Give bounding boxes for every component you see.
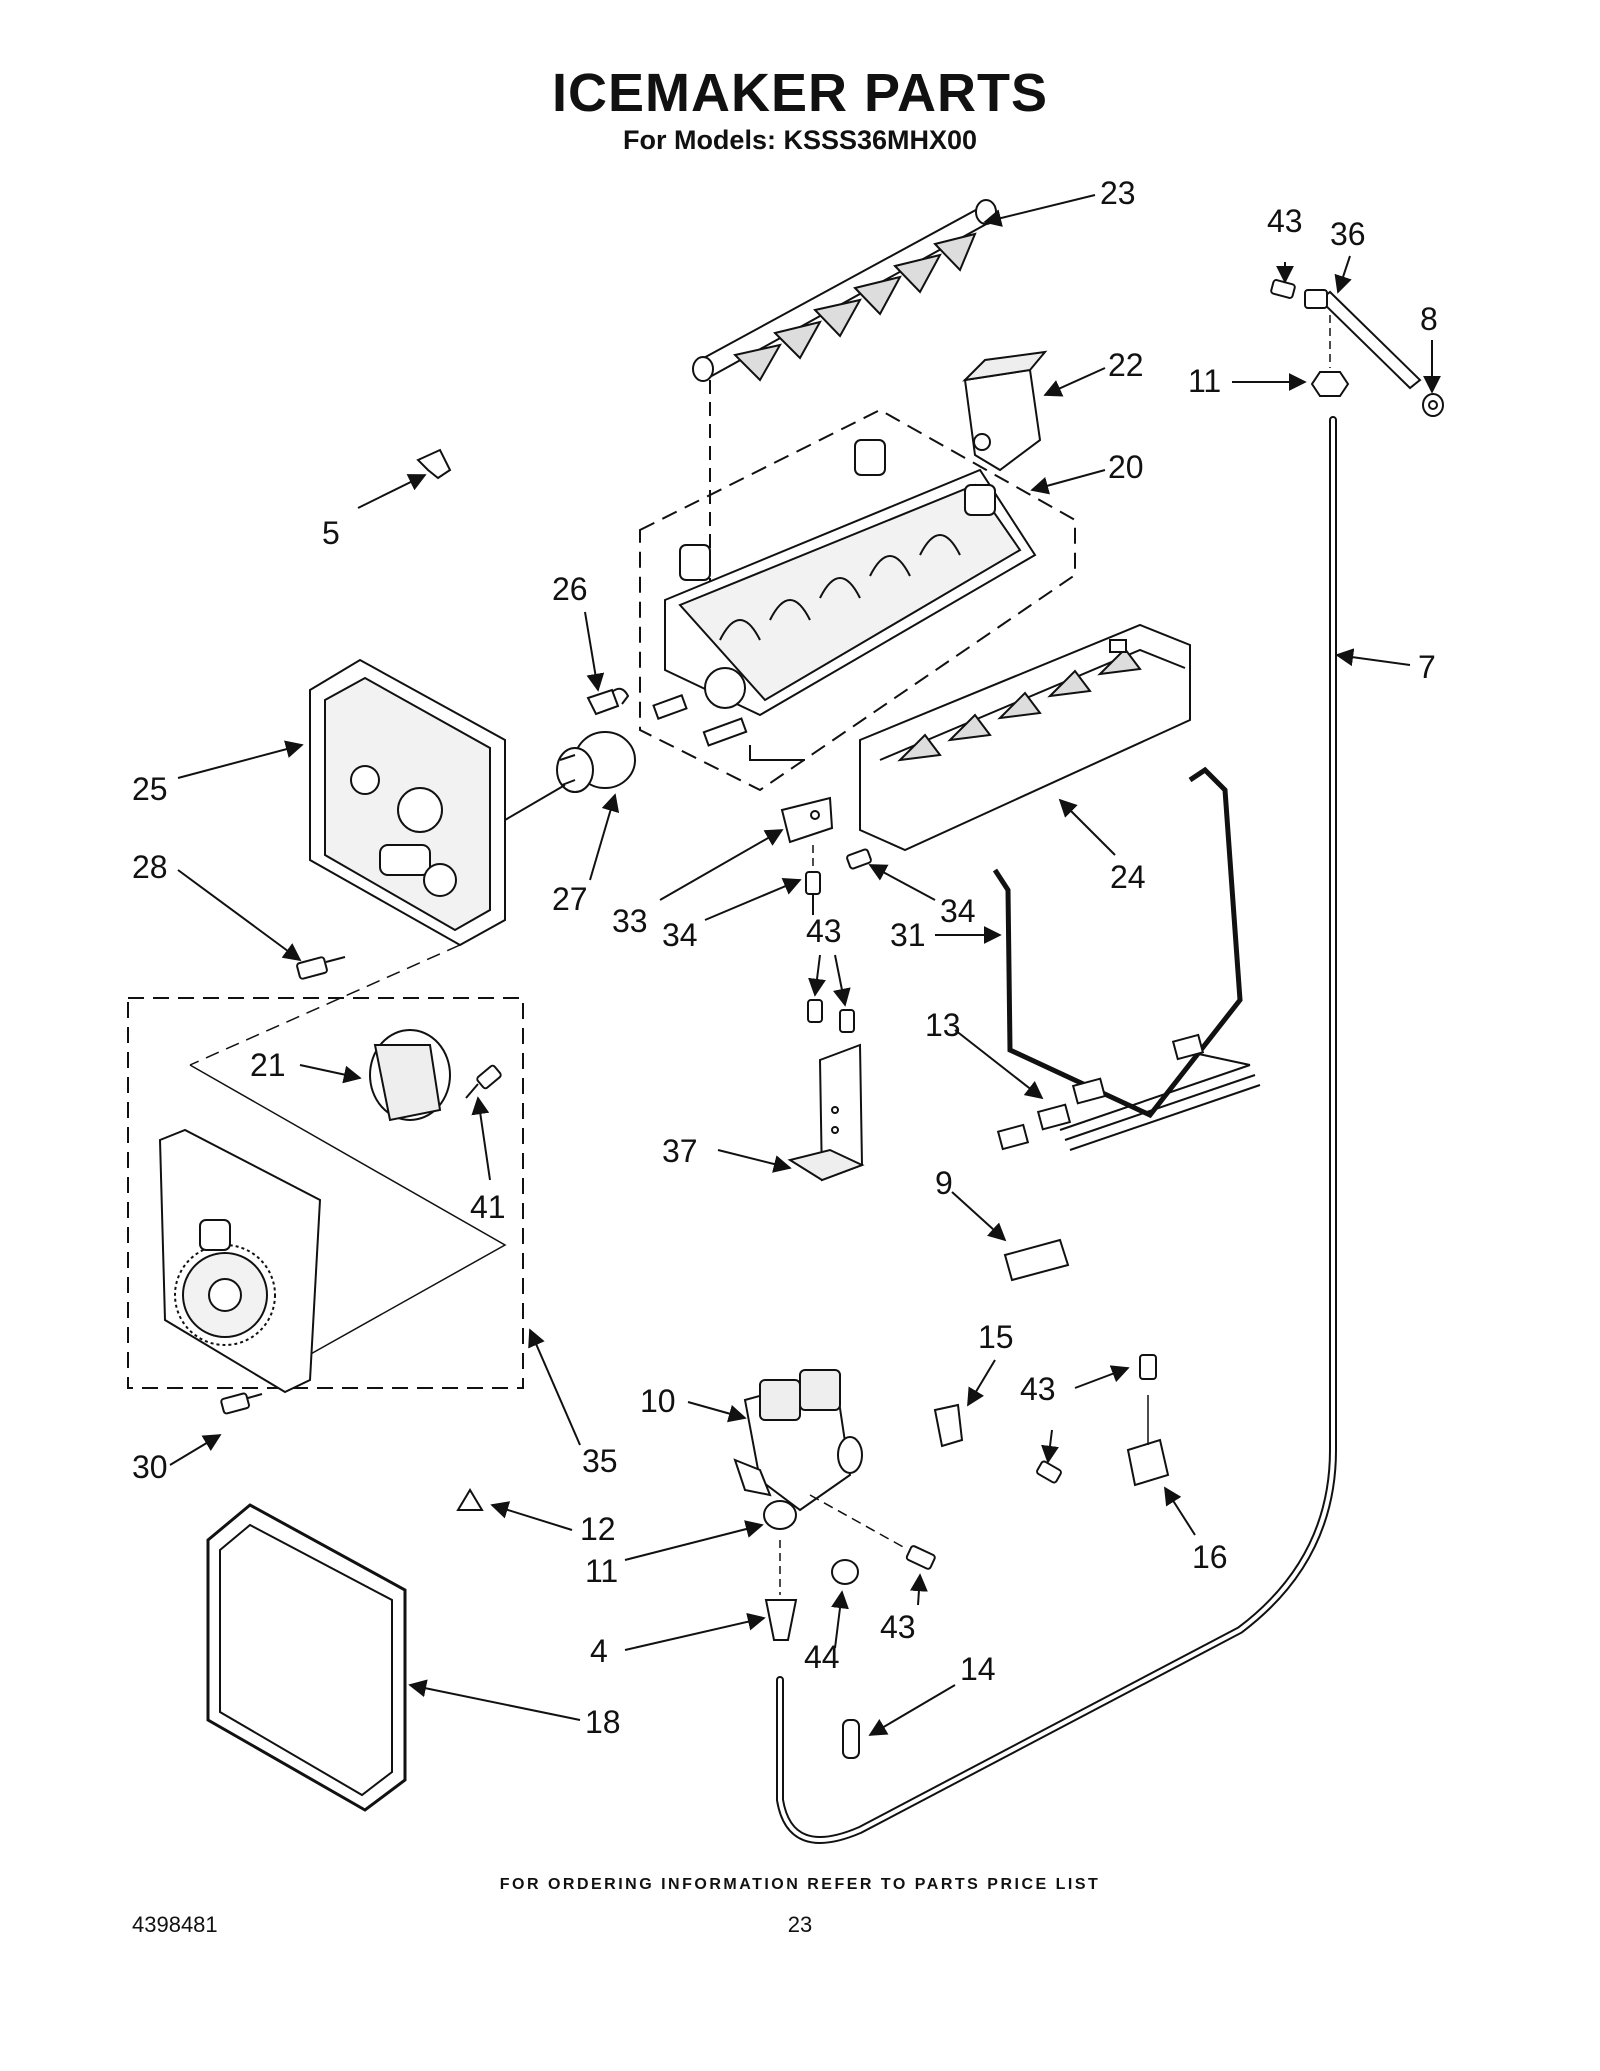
- bracket-33: [780, 796, 834, 844]
- wire-harness-part: [996, 1033, 1261, 1151]
- document-number: 4398481: [132, 1912, 218, 1937]
- callout-28: 28: [132, 849, 168, 885]
- shutoff-arm-part: [992, 766, 1243, 1119]
- ice-stripper-part: [859, 623, 1191, 852]
- callout-34-right: 34: [940, 893, 976, 929]
- callout-10: 10: [640, 1383, 676, 1419]
- callout-24: 24: [1110, 859, 1146, 895]
- icemaker-mold-part: [664, 439, 1037, 717]
- callout-23: 23: [1100, 175, 1136, 211]
- callout-44: 44: [804, 1639, 840, 1675]
- callout-37: 37: [662, 1133, 698, 1169]
- screw-43-valve-mid: [1036, 1460, 1062, 1484]
- callout-12: 12: [580, 1511, 616, 1547]
- callout-14: 14: [960, 1651, 996, 1687]
- callout-15: 15: [978, 1319, 1014, 1355]
- connector-part: [1003, 1238, 1070, 1282]
- ejector-blade-part: [692, 199, 997, 382]
- callout-27: 27: [552, 881, 588, 917]
- callout-22: 22: [1108, 347, 1144, 383]
- callout-33: 33: [612, 903, 648, 939]
- callout-5: 5: [322, 515, 340, 551]
- insert-4: [764, 1599, 798, 1641]
- screw-34-lower: [805, 871, 821, 915]
- screw-43-bracket-b: [839, 1009, 855, 1033]
- fill-cup-part: [962, 350, 1048, 472]
- callout-8: 8: [1420, 301, 1438, 337]
- clamp-15: [933, 1403, 964, 1448]
- callout-31: 31: [890, 917, 926, 953]
- nut-44: [831, 1559, 859, 1585]
- callout-13: 13: [925, 1007, 961, 1043]
- bracket-37: [787, 1043, 865, 1182]
- wire-nut-part: [456, 1488, 484, 1511]
- callout-11-top: 11: [1188, 363, 1221, 399]
- callout-26: 26: [552, 571, 588, 607]
- water-valve-part: [733, 1369, 863, 1512]
- callout-30: 30: [132, 1449, 168, 1485]
- ordering-note: FOR ORDERING INFORMATION REFER TO PARTS …: [499, 1876, 1101, 1893]
- nut-11-upper: [1310, 371, 1350, 397]
- callout-43-clamp: 43: [1020, 1371, 1056, 1407]
- screw-41: [465, 1064, 502, 1099]
- clip-part: [586, 687, 630, 716]
- callout-43-bracket: 43: [806, 913, 842, 949]
- callout-18: 18: [585, 1704, 621, 1740]
- cover-18: [206, 1503, 407, 1812]
- gear-housing-part: [158, 1128, 322, 1394]
- screw-30: [220, 1392, 263, 1415]
- tube-14: [842, 1719, 860, 1759]
- clamp-16: [1126, 1438, 1170, 1487]
- callout-9: 9: [935, 1165, 953, 1201]
- tube-fitting-36: [1304, 289, 1422, 390]
- wire-clip-part: [416, 448, 452, 480]
- washer-8: [1422, 393, 1444, 417]
- page-number: 23: [787, 1912, 813, 1937]
- model-subtitle: For Models: KSSS36MHX00: [622, 125, 978, 155]
- module-housing-part: [309, 658, 506, 947]
- callout-34-left: 34: [662, 917, 698, 953]
- screw-43-clamp: [1139, 1354, 1157, 1380]
- callout-4: 4: [590, 1633, 608, 1669]
- screw-43-bracket-a: [807, 999, 823, 1023]
- nut-11-lower: [763, 1500, 797, 1530]
- callout-43-valve: 43: [880, 1609, 916, 1645]
- callout-36: 36: [1330, 216, 1366, 252]
- screw-28: [296, 956, 346, 980]
- screw-43-top: [1270, 279, 1296, 299]
- thermostat-part: [556, 731, 636, 793]
- callout-11-lower: 11: [585, 1553, 618, 1589]
- page-title: ICEMAKER PARTS: [551, 63, 1049, 123]
- callout-41: 41: [470, 1189, 506, 1225]
- callout-20: 20: [1108, 449, 1144, 485]
- screw-34-upper: [846, 848, 872, 870]
- motor-part: [369, 1029, 451, 1122]
- callout-16: 16: [1192, 1539, 1228, 1575]
- callout-21: 21: [250, 1047, 286, 1083]
- callout-25: 25: [132, 771, 168, 807]
- callout-35: 35: [582, 1443, 618, 1479]
- screw-43-valve: [905, 1545, 936, 1570]
- callout-43-top: 43: [1267, 203, 1303, 239]
- callout-7: 7: [1418, 649, 1436, 685]
